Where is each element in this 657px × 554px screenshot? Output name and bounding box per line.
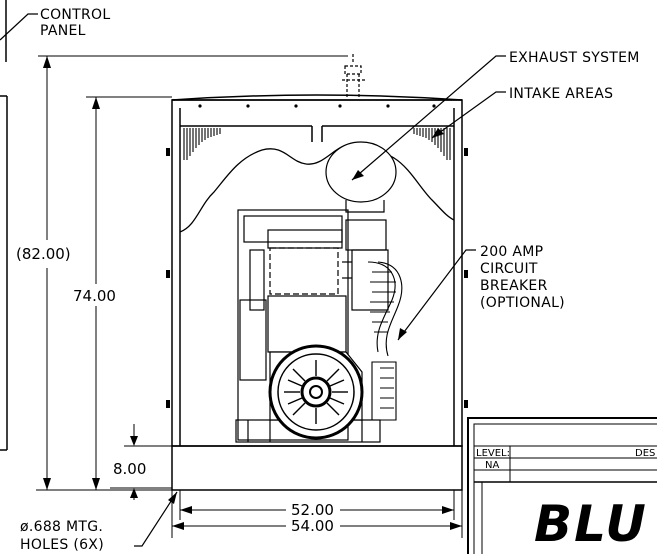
mounting-holes-leader [134, 491, 178, 547]
control-panel-leader [0, 13, 38, 41]
leader-arrow [352, 170, 364, 180]
intake-areas-leader [431, 91, 506, 139]
enclosure-rivets [166, 104, 468, 408]
company-logo-text: BLU [534, 495, 648, 553]
dimension-arrow [43, 56, 51, 68]
inner-width-value: 52.00 [291, 501, 334, 519]
mounting-holes-label-line1: ø.688 MTG. [20, 519, 103, 535]
cutaway-break-line [179, 143, 455, 233]
intake-areas-label: INTAKE AREAS [509, 86, 613, 102]
overall-height-dimension [36, 55, 348, 491]
dimension-arrow [92, 478, 100, 490]
mounting-holes-label-line2: HOLES (6X) [20, 537, 104, 553]
enclosure-base [171, 445, 463, 491]
title-block-level-value: NA [485, 460, 499, 471]
dimension-arrow [43, 478, 51, 490]
dimension-arrow [180, 506, 192, 514]
title-block [467, 417, 657, 554]
intake-louvers-right [413, 128, 451, 160]
leader-arrow [168, 492, 177, 504]
intake-louvers-left [183, 128, 221, 160]
overall-height-value: (82.00) [16, 245, 71, 263]
circuit-breaker-label-line2: CIRCUIT [480, 261, 538, 277]
hose-coil [367, 261, 403, 421]
enclosure-height-dimension [86, 96, 172, 490]
leader-arrow [432, 128, 444, 138]
dimension-arrow [130, 488, 138, 498]
exhaust-stack [342, 54, 366, 97]
circuit-breaker-label-line3: BREAKER [480, 278, 548, 294]
dimension-arrow [172, 522, 184, 530]
outer-width-value: 54.00 [291, 517, 334, 535]
dimension-arrow [442, 506, 454, 514]
control-panel-label-line1: CONTROL [40, 7, 110, 23]
dimension-arrow [92, 97, 100, 109]
exhaust-system-label: EXHAUST SYSTEM [509, 50, 640, 66]
base-height-value: 8.00 [113, 460, 146, 478]
dimension-arrow [450, 522, 462, 530]
title-block-description-label: DES [635, 448, 655, 459]
title-block-level-label: LEVEL: [476, 448, 510, 459]
alternator-flywheel [268, 344, 364, 440]
width-dimensions [171, 490, 463, 538]
circuit-breaker-label-line4: (OPTIONAL) [480, 295, 565, 311]
enclosure-height-value: 74.00 [73, 287, 116, 305]
control-panel-label-line2: PANEL [40, 23, 86, 39]
leader-arrow [398, 328, 407, 340]
control-panel-outline [0, 0, 8, 451]
dimension-arrow [130, 436, 138, 446]
circuit-breaker-leader [397, 249, 476, 341]
exhaust-system-leader [351, 55, 506, 181]
circuit-breaker-label-line1: 200 AMP [480, 244, 543, 260]
